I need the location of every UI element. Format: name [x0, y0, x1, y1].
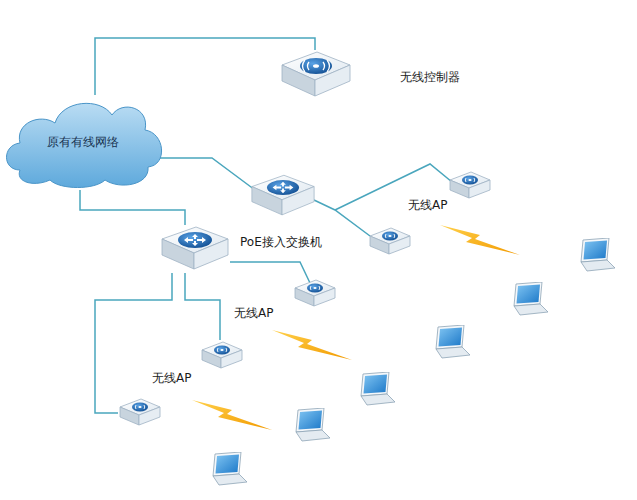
- device-label: 无线AP: [408, 198, 447, 213]
- uplink-wire: [160, 158, 255, 190]
- wireless-ap: 无线AP: [200, 340, 244, 372]
- network-link: [95, 273, 172, 413]
- ap-icon: [450, 172, 490, 198]
- node-label: 原有有线网络: [47, 135, 119, 150]
- network-link: [185, 273, 220, 340]
- ap-wire: [230, 262, 310, 283]
- network-link: [80, 190, 185, 225]
- ap-icon: [295, 280, 335, 306]
- ap-wire: [314, 200, 370, 236]
- laptop-icon: [361, 372, 395, 405]
- laptop-icon: [514, 282, 548, 315]
- poe-switch: PoE接入交换机: [160, 225, 230, 273]
- device-label: 无线控制器: [400, 70, 460, 85]
- wireless-signal: [192, 400, 272, 430]
- ap-shape: [118, 397, 162, 429]
- wireless-signal: [440, 225, 520, 255]
- ap-shape: [200, 340, 244, 372]
- ap-shape: [368, 226, 412, 258]
- cloud-network: 原有有线网络: [0, 95, 165, 190]
- laptop-icon: [436, 325, 470, 358]
- laptop-icon: [213, 452, 247, 485]
- sw-shape: [160, 225, 230, 273]
- device-label: 无线AP: [152, 371, 191, 386]
- access-switch-icon: [252, 175, 314, 215]
- wireless-ap: 无线AP: [368, 226, 412, 258]
- device-label: PoE接入交换机: [240, 235, 322, 250]
- laptop-icon: [581, 238, 615, 271]
- wireless-ap: 无线AP: [118, 397, 162, 429]
- laptop-icon: [296, 408, 330, 441]
- ctl-shape: [280, 50, 352, 100]
- device-label: 无线AP: [234, 306, 273, 321]
- wireless-signal: [272, 330, 352, 360]
- wireless-controller: 无线控制器: [280, 50, 352, 100]
